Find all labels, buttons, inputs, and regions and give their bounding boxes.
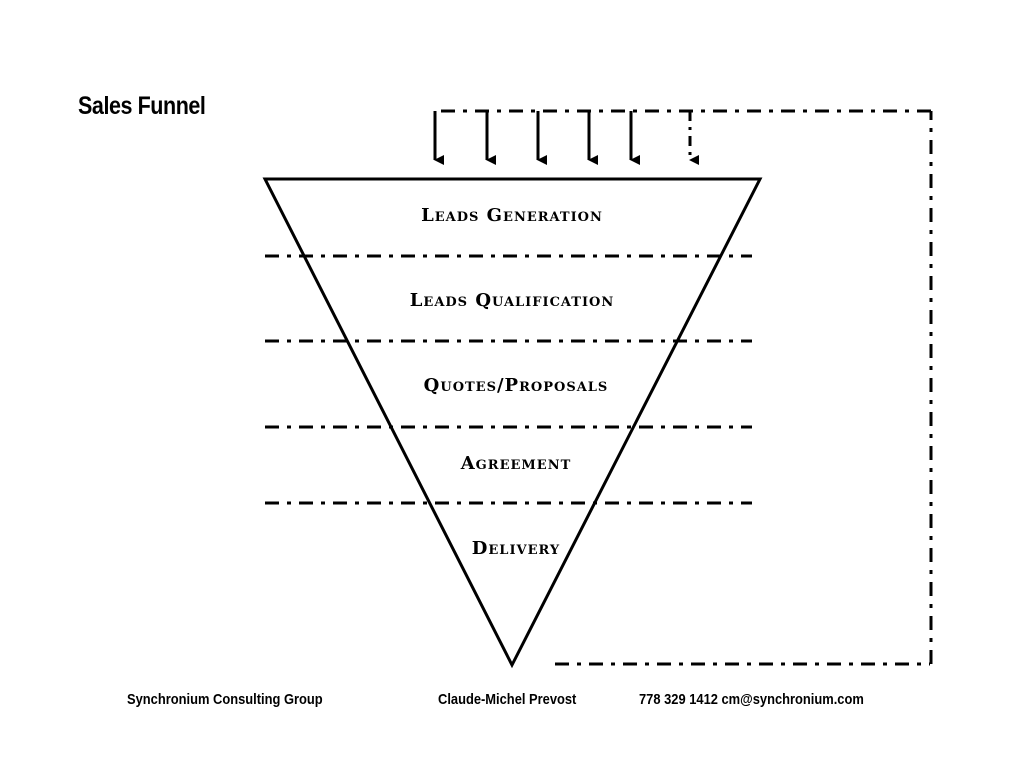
stage-label-agreement: Agreement (460, 453, 572, 474)
footer-company: Synchronium Consulting Group (127, 691, 323, 708)
stage-label-leads-qualification: Leads Qualification (410, 290, 615, 311)
stage-dividers (265, 254, 752, 505)
feedback-loop (435, 109, 933, 666)
page-title: Sales Funnel (78, 92, 206, 120)
footer-contact: 778 329 1412 cm@synchronium.com (639, 691, 864, 708)
stage-labels: Leads Generation Leads Qualification Quo… (410, 205, 615, 559)
stage-label-delivery: Delivery (472, 538, 560, 559)
funnel-triangle (262, 177, 763, 669)
stage-label-quotes-proposals: Quotes/Proposals (424, 375, 609, 396)
stage-label-leads-generation: Leads Generation (421, 205, 603, 226)
input-arrows (433, 111, 699, 165)
footer-person: Claude-Michel Prevost (438, 691, 577, 708)
